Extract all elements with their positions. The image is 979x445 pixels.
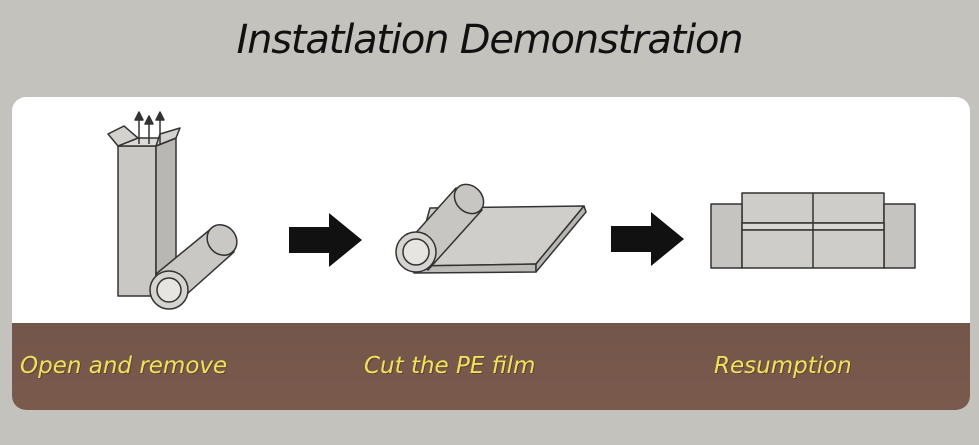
step-label-resumption: Resumption (714, 353, 852, 379)
unrolling-film-icon (395, 183, 587, 274)
step-label-open-remove: Open and remove (20, 353, 228, 379)
sofa-icon (710, 192, 916, 269)
arrow-right-icon (289, 213, 362, 267)
page-title: Instatlation Demonstration (236, 17, 744, 63)
arrow-right-icon (611, 212, 684, 266)
label-band (12, 323, 970, 410)
box-and-roll-icon (107, 111, 238, 310)
step-label-cut-film: Cut the PE film (364, 353, 536, 379)
